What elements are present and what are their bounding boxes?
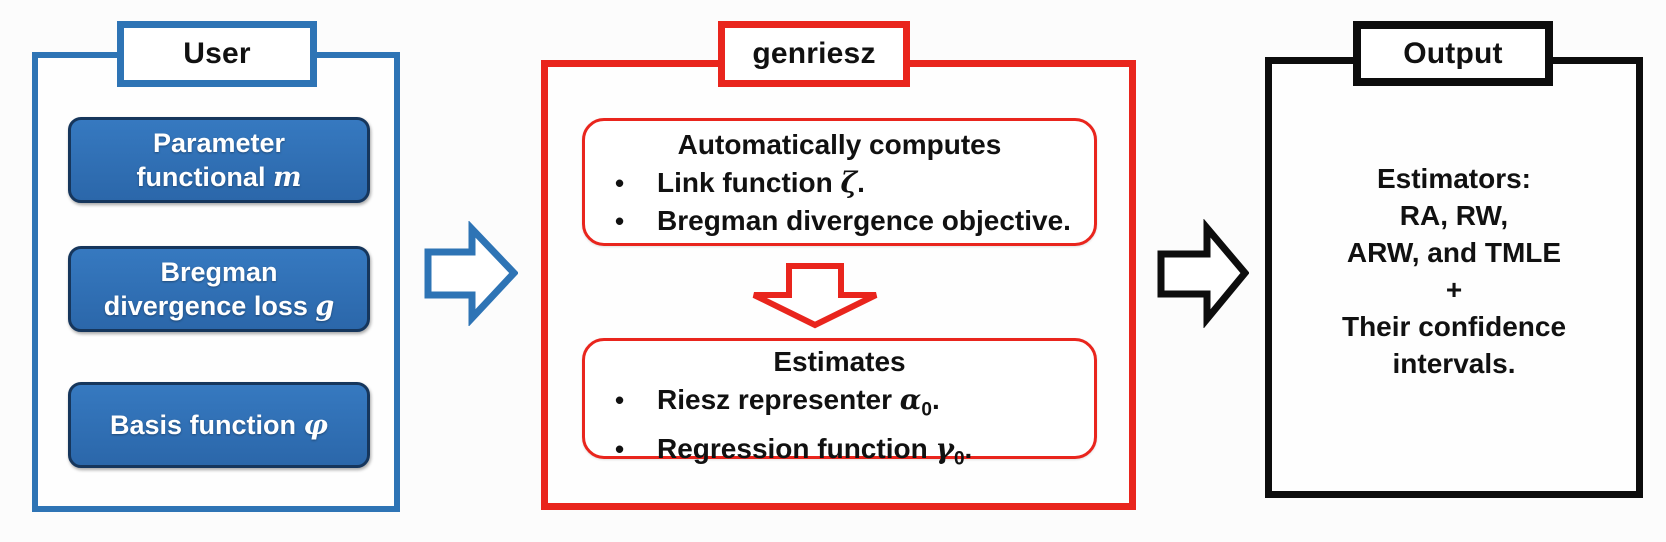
estimates-box: Estimates • Riesz representer α0. • Regr… bbox=[582, 338, 1097, 469]
bullet-link-function: • Link function ζ. bbox=[585, 164, 1094, 202]
output-line: intervals. bbox=[1392, 348, 1516, 379]
output-text-block: Estimators: RA, RW, ARW, and TMLE + Thei… bbox=[1265, 160, 1643, 382]
output-panel-box bbox=[1265, 57, 1643, 498]
math-symbol-gamma: γ bbox=[935, 431, 954, 465]
bullet-text: Riesz representer α0. bbox=[657, 383, 940, 421]
math-symbol-phi: φ bbox=[303, 409, 328, 441]
chip-text: functional bbox=[136, 161, 273, 192]
bullet-regression-function: • Regression function γ0. bbox=[585, 430, 1094, 479]
genriesz-to-output-right-arrow-icon bbox=[1157, 219, 1249, 328]
genriesz-panel-title: genriesz bbox=[718, 21, 910, 87]
output-line: Their confidence bbox=[1341, 311, 1567, 342]
bullet-dot-icon: • bbox=[615, 385, 625, 415]
subscript: 0 bbox=[953, 448, 965, 470]
output-line: + bbox=[1445, 274, 1463, 305]
computes-to-estimates-down-arrow-icon bbox=[752, 263, 878, 329]
bullet-dot-icon: • bbox=[615, 168, 625, 198]
chip-line: Parameter bbox=[153, 126, 285, 160]
chip-bregman-divergence-loss: Bregman divergence loss g bbox=[68, 246, 370, 332]
bullet-text: Link function ζ. bbox=[657, 166, 865, 199]
chip-text: Basis function bbox=[110, 409, 304, 440]
genriesz-title-label: genriesz bbox=[752, 37, 876, 70]
user-panel-title: User bbox=[117, 21, 317, 87]
bullet-dot-icon: • bbox=[615, 433, 625, 464]
chip-text: Bregman bbox=[160, 256, 278, 287]
chip-parameter-functional: Parameter functional m bbox=[68, 117, 370, 203]
output-title-label: Output bbox=[1403, 36, 1503, 70]
bullet-text: Bregman divergence objective. bbox=[657, 205, 1071, 236]
math-symbol-zeta: ζ bbox=[840, 166, 858, 199]
math-symbol-g: g bbox=[315, 290, 335, 322]
output-panel-title: Output bbox=[1353, 21, 1553, 86]
bullet-text: Regression function γ0. bbox=[657, 431, 973, 470]
estimates-heading: Estimates bbox=[773, 346, 906, 377]
output-line: ARW, and TMLE bbox=[1346, 237, 1562, 268]
computes-heading: Automatically computes bbox=[677, 129, 1002, 160]
chip-line: Basis function φ bbox=[110, 408, 328, 443]
user-to-genriesz-right-arrow-icon bbox=[424, 221, 518, 326]
chip-basis-function: Basis function φ bbox=[68, 382, 370, 468]
bullet-dot-icon: • bbox=[615, 206, 625, 236]
bullet-bregman-objective: • Bregman divergence objective. bbox=[585, 202, 1094, 240]
subscript: 0 bbox=[921, 399, 932, 421]
chip-text: divergence loss bbox=[103, 290, 316, 321]
output-line: Estimators: bbox=[1376, 163, 1532, 194]
math-symbol-m: m bbox=[272, 161, 302, 193]
chip-line: functional m bbox=[136, 160, 301, 195]
user-title-label: User bbox=[183, 37, 251, 70]
math-symbol-alpha: α bbox=[899, 383, 922, 416]
bullet-riesz-representer: • Riesz representer α0. bbox=[585, 381, 1094, 430]
chip-line: Bregman bbox=[160, 255, 277, 289]
automatically-computes-box: Automatically computes • Link function ζ… bbox=[582, 118, 1097, 246]
chip-line: divergence loss g bbox=[104, 289, 335, 324]
chip-text: Parameter bbox=[152, 127, 286, 158]
output-line: RA, RW, bbox=[1399, 200, 1509, 231]
